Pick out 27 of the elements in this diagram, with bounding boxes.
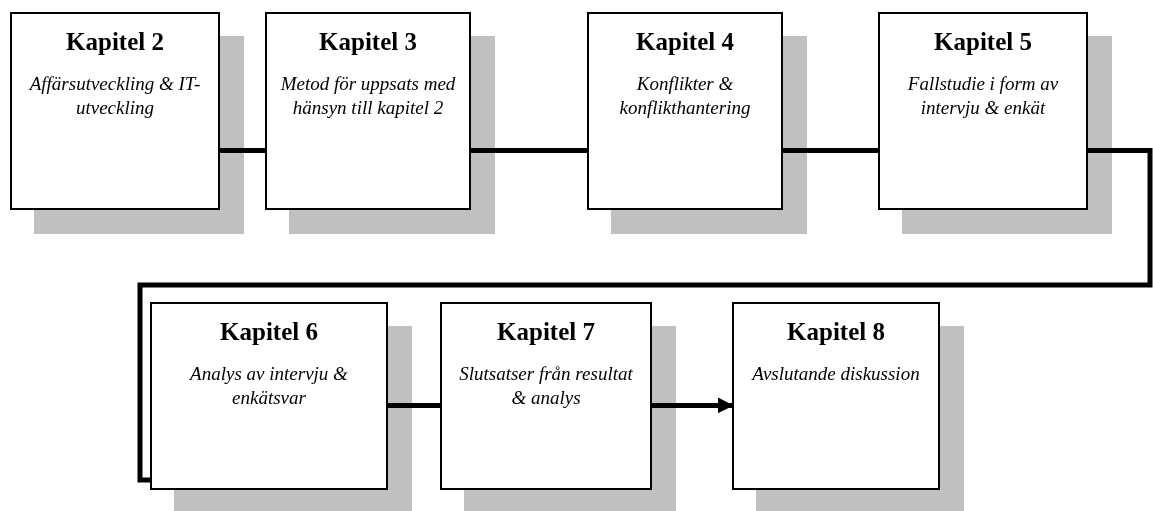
chapter-description: Avslutande diskussion	[750, 362, 921, 386]
chapter-box	[10, 12, 220, 210]
chapter-description: Analys av intervju & enkätsvar	[188, 362, 349, 410]
chapter-title: Kapitel 3	[318, 28, 418, 56]
connector-line	[388, 402, 440, 408]
chapter-title: Kapitel 6	[219, 318, 319, 346]
chapter-description: Slutsatser från resultat & analys	[458, 362, 634, 410]
chapter-description: Affärsutveckling & IT-utveckling	[28, 72, 202, 120]
chapter-title: Kapitel 2	[65, 28, 165, 56]
connector-line	[783, 148, 878, 154]
connector-line	[471, 148, 587, 154]
connector-line	[220, 148, 265, 154]
chapter-title: Kapitel 7	[496, 318, 596, 346]
chapter-box	[150, 302, 388, 490]
chapter-title: Kapitel 8	[786, 318, 886, 346]
chapter-description: Metod för uppsats med hänsyn till kapitel 2	[279, 72, 457, 120]
chapter-title: Kapitel 4	[635, 28, 735, 56]
chapter-box	[440, 302, 652, 490]
chapter-description: Konflikter & konflikthantering	[618, 72, 752, 120]
chapter-box	[265, 12, 471, 210]
chapter-box	[878, 12, 1088, 210]
chapter-title: Kapitel 5	[933, 28, 1033, 56]
arrow	[652, 397, 734, 414]
chapter-description: Fallstudie i form av intervju & enkät	[906, 72, 1060, 120]
connector-line	[137, 148, 1153, 483]
chapter-box	[732, 302, 940, 490]
chapter-box	[587, 12, 783, 210]
